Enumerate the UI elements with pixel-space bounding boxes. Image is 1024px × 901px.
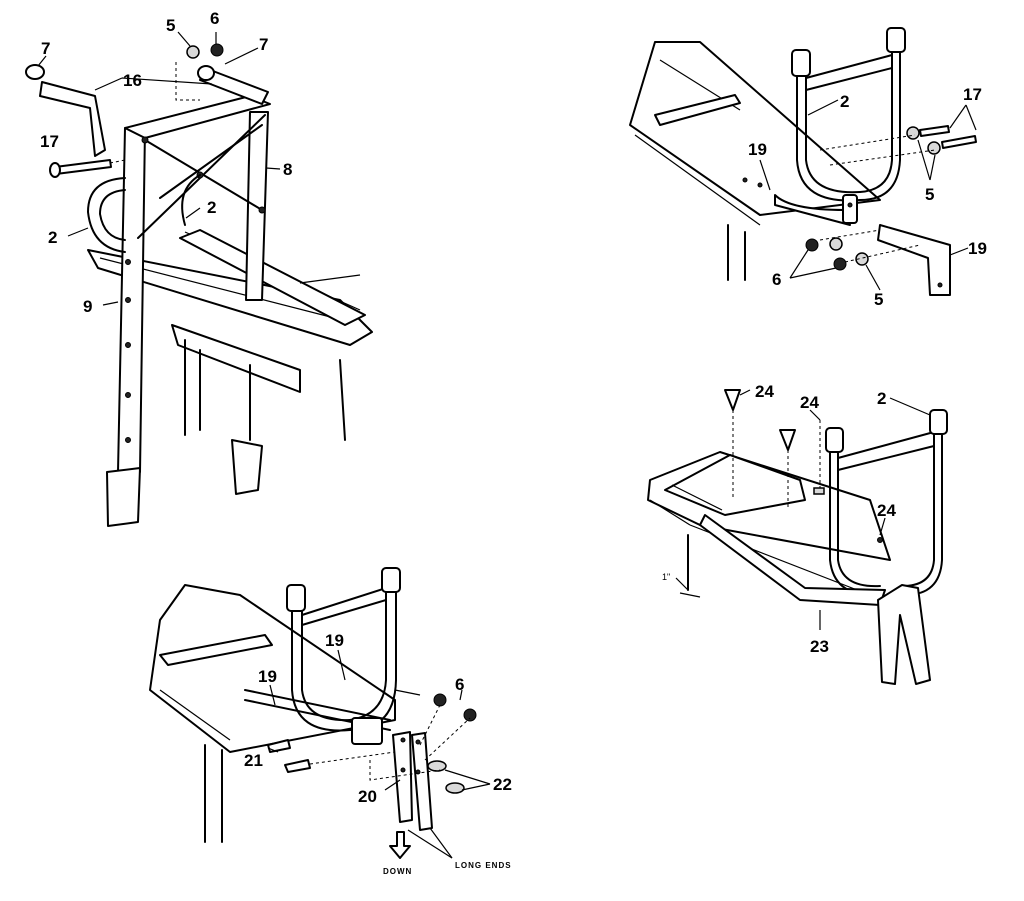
panel-bottom-left: 19 19 6 21 22 20 DOWN LONG ENDS [149,567,512,876]
label-bl-4: 22 [493,775,512,794]
handle-2 [87,174,201,253]
label-tr-6: 5 [874,290,883,309]
label-tr-5: 6 [772,270,781,289]
label-tl-4: 7 [259,35,268,54]
label-tl-9: 9 [83,297,92,316]
label-tl-3: 6 [210,9,219,28]
panel-bottom-right: 24 24 2 24 23 1" [647,382,948,685]
bracket-19-top-right [742,177,951,296]
bench-bottom-left [149,584,421,843]
label-br-0: 24 [755,382,774,401]
label-tr-2: 19 [748,140,767,159]
label-bl-2: 6 [455,675,464,694]
leaders-top-right [759,99,977,291]
label-br-2: 2 [877,389,886,408]
panel-top-right: 2 17 19 5 19 6 5 [629,27,987,309]
label-tl-5: 17 [40,132,59,151]
label-tl-6: 8 [283,160,292,179]
down-arrow [389,831,411,859]
label-tr-3: 5 [925,185,934,204]
label-br-4: 23 [810,637,829,656]
screws-24 [724,389,883,543]
label-tl-1: 16 [123,71,142,90]
top-frame-and-brace [124,95,271,239]
dimension-1-inch: 1" [662,572,670,582]
label-tl-0: 7 [41,39,50,58]
label-tr-1: 17 [963,85,982,104]
leaders-top-left [37,31,281,306]
leaders-bottom-right [675,389,931,630]
fasteners-top-right [805,125,977,271]
label-br-1: 24 [800,393,819,412]
label-tr-4: 19 [968,239,987,258]
label-tl-7: 2 [207,198,216,217]
label-bl-3: 21 [244,751,263,770]
label-tr-0: 2 [840,92,849,111]
base-23 [699,514,931,685]
upright-9 [106,127,146,527]
label-tl-2: 5 [166,16,175,35]
label-bl-5: 20 [358,787,377,806]
legs-20 [392,731,433,831]
down-text: DOWN [383,867,412,876]
handle-2-top-right [791,27,906,202]
bolt-17 [49,62,200,178]
label-br-3: 24 [877,501,896,520]
long-ends-text: LONG ENDS [455,861,512,870]
handle-bars-16 [25,43,269,157]
label-bl-1: 19 [258,667,277,686]
panel-top-left: 7 16 5 6 7 17 8 2 2 9 [25,9,373,527]
label-tl-8: 2 [48,228,57,247]
bench-top-right [629,41,881,281]
label-bl-0: 19 [325,631,344,650]
leaders-bottom-left [267,649,491,859]
bench-rail [87,229,373,495]
handle-bottom-left [244,567,401,732]
fasteners-bottom-left [267,693,477,794]
